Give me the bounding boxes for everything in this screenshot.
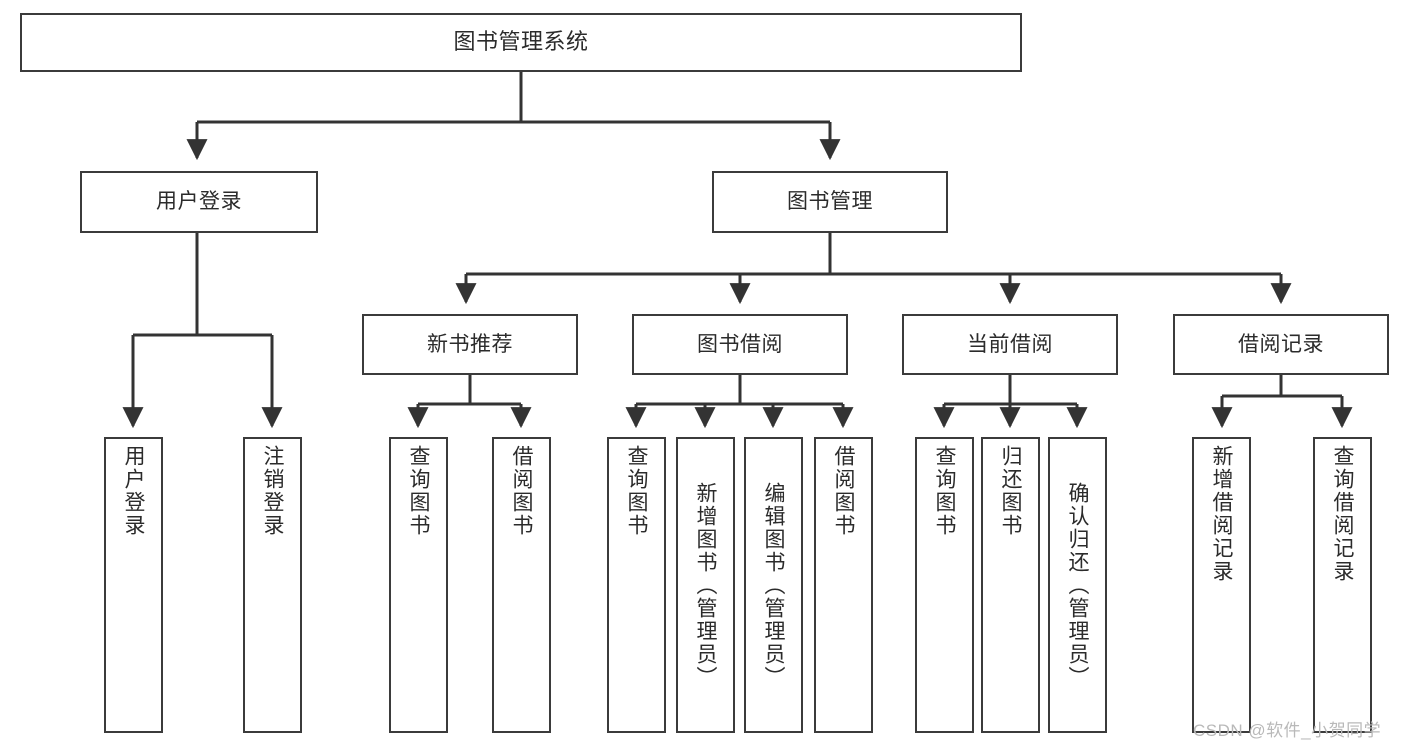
leaf-borrow-record-add-record[interactable]: 新增借阅记录	[1192, 437, 1251, 733]
node-label: 归还图书	[999, 445, 1022, 537]
leaf-book-borrow-query-book[interactable]: 查询图书	[607, 437, 666, 733]
node-label: 查询图书	[933, 445, 956, 537]
node-label: 借阅图书	[832, 445, 855, 537]
leaf-current-borrow-return-book[interactable]: 归还图书	[981, 437, 1040, 733]
node-label: 查询图书	[625, 445, 648, 537]
node-label: 新书推荐	[427, 332, 513, 356]
leaf-new-book-query-book[interactable]: 查询图书	[389, 437, 448, 733]
node-current-borrow[interactable]: 当前借阅	[902, 314, 1118, 375]
leaf-book-borrow-edit-book-admin[interactable]: 编辑图书（管理员）	[744, 437, 803, 733]
leaf-current-borrow-confirm-return-admin[interactable]: 确认归还（管理员）	[1048, 437, 1107, 733]
node-book-management[interactable]: 图书管理	[712, 171, 948, 233]
node-label: 编辑图书（管理员）	[762, 481, 785, 689]
node-label: 确认归还（管理员）	[1066, 481, 1089, 689]
node-label: 新增借阅记录	[1210, 445, 1233, 583]
node-label: 注销登录	[261, 445, 284, 537]
leaf-current-borrow-query-book[interactable]: 查询图书	[915, 437, 974, 733]
node-label: 图书管理	[787, 190, 873, 214]
node-label: 用户登录	[122, 445, 145, 537]
node-label: 查询图书	[407, 445, 430, 537]
leaf-book-borrow-add-book-admin[interactable]: 新增图书（管理员）	[676, 437, 735, 733]
node-label: 新增图书（管理员）	[694, 481, 717, 689]
node-label: 用户登录	[156, 190, 242, 214]
node-borrow-record[interactable]: 借阅记录	[1173, 314, 1389, 375]
csdn-watermark: CSDN @软件_小贺同学	[1193, 721, 1382, 740]
leaf-new-book-borrow-book[interactable]: 借阅图书	[492, 437, 551, 733]
leaf-user-login-login[interactable]: 用户登录	[104, 437, 163, 733]
leaf-borrow-record-query-record[interactable]: 查询借阅记录	[1313, 437, 1372, 733]
node-label: 当前借阅	[967, 332, 1053, 356]
leaf-user-login-logout[interactable]: 注销登录	[243, 437, 302, 733]
node-book-borrow[interactable]: 图书借阅	[632, 314, 848, 375]
node-root-book-management-system[interactable]: 图书管理系统	[20, 13, 1022, 72]
leaf-book-borrow-borrow-book[interactable]: 借阅图书	[814, 437, 873, 733]
node-new-book-recommend[interactable]: 新书推荐	[362, 314, 578, 375]
node-label: 图书借阅	[697, 332, 783, 356]
node-label: 借阅记录	[1238, 332, 1324, 356]
node-label: 查询借阅记录	[1331, 445, 1354, 583]
node-user-login[interactable]: 用户登录	[80, 171, 318, 233]
node-label: 借阅图书	[510, 445, 533, 537]
node-label: 图书管理系统	[453, 29, 589, 55]
